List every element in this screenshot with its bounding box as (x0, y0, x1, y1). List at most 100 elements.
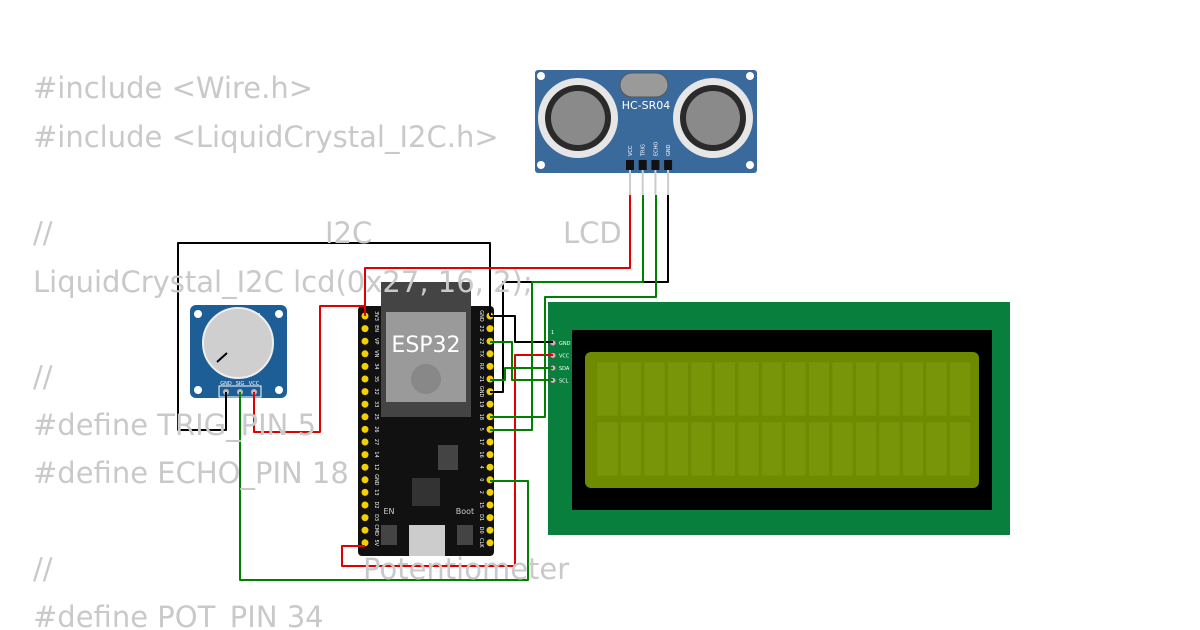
esp32-pin-label: VN (373, 350, 379, 357)
esp32-label: ESP32 (391, 333, 460, 358)
esp32-pin-label: 25 (373, 414, 379, 420)
esp32-pin-label: EN (373, 325, 379, 332)
esp32-pin-label: 14 (373, 451, 379, 457)
wire-green[interactable] (490, 195, 657, 418)
lcd-char-cell (949, 361, 971, 417)
esp32-pin-d1[interactable] (486, 514, 494, 522)
potentiometer[interactable]: GND SIG VCC (190, 305, 287, 398)
esp32-pin-4[interactable] (486, 463, 494, 471)
wifi-logo-icon (411, 364, 441, 394)
esp32-pin-14[interactable] (361, 451, 369, 459)
esp32-pin-label: D0 (478, 527, 484, 534)
esp32-pin-23[interactable] (486, 325, 494, 333)
lcd-char-cell (761, 361, 783, 417)
wire-green[interactable] (490, 195, 644, 431)
wire-green[interactable] (490, 341, 553, 381)
esp32-pin-gnd[interactable] (361, 476, 369, 484)
esp32-pin-label: CLK (478, 538, 484, 548)
esp32-pin-label: 0 (478, 478, 484, 481)
lcd-char-cell (925, 421, 948, 477)
esp32-pin-label: 18 (478, 414, 484, 420)
esp32-pin-label: 26 (373, 426, 379, 432)
esp32-pin-rx[interactable] (486, 362, 494, 370)
lcd-pin-label: GND (559, 341, 571, 347)
esp32-pin-d3[interactable] (361, 514, 369, 522)
esp32-pin-0[interactable] (486, 476, 494, 484)
esp32-pin-label: D3 (373, 514, 379, 521)
esp32-pin-d2[interactable] (361, 501, 369, 509)
lcd-char-cell (690, 361, 713, 417)
esp32-pin-15[interactable] (486, 501, 494, 509)
esp32-devkit[interactable]: ESP32 EN Boot 3V3ENVPVN34353233252627141… (358, 282, 494, 556)
esp32-pin-12[interactable] (361, 463, 369, 471)
wire-red[interactable] (253, 305, 366, 433)
lcd-char-cell (878, 361, 901, 417)
esp32-pin-27[interactable] (361, 438, 369, 446)
knob[interactable] (202, 307, 274, 379)
esp32-pin-35[interactable] (361, 375, 369, 383)
esp32-pin-tx[interactable] (486, 350, 494, 358)
esp32-pin-33[interactable] (361, 400, 369, 408)
lcd-pin-index: 1 (551, 330, 554, 336)
esp32-pin-label: 5 (478, 428, 484, 431)
esp32-pin-label: 21 (478, 376, 484, 382)
lcd-char-cell (831, 421, 854, 477)
lcd-char-cell (667, 361, 689, 417)
wire-black[interactable] (490, 195, 669, 393)
esp32-pin-label: 5V (373, 539, 379, 546)
esp32-pin-clk[interactable] (486, 539, 494, 547)
lcd-char-cell (643, 361, 666, 417)
lcd-char-cell (784, 361, 807, 417)
esp32-pin-25[interactable] (361, 413, 369, 421)
lcd-char-cell (714, 421, 736, 477)
esp32-pin-label: GND (478, 386, 484, 398)
esp32-pin-13[interactable] (361, 488, 369, 496)
esp32-pin-2[interactable] (486, 488, 494, 496)
esp32-pin-d0[interactable] (486, 526, 494, 534)
lcd-char-cell (808, 421, 830, 477)
esp32-pin-label: 15 (478, 502, 484, 508)
hcsr04-pin-label: VCC (628, 145, 634, 156)
lcd-pin-label: VCC (559, 354, 570, 360)
esp32-pin-16[interactable] (486, 451, 494, 459)
esp32-pin-label: 32 (373, 388, 379, 394)
wire-green[interactable] (490, 367, 553, 381)
esp32-pin-label: 27 (373, 439, 379, 445)
wire-black[interactable] (177, 242, 491, 431)
esp32-pin-label: CMD (373, 524, 379, 536)
en-button[interactable] (381, 525, 397, 545)
pot-pin-label: GND (220, 381, 232, 387)
esp32-pin-label: GND (373, 474, 379, 486)
esp32-pin-vn[interactable] (361, 350, 369, 358)
esp32-pin-34[interactable] (361, 362, 369, 370)
esp32-pin-label: D2 (373, 501, 379, 508)
esp32-pin-19[interactable] (486, 400, 494, 408)
wire-red[interactable] (364, 195, 631, 316)
esp32-pin-cmd[interactable] (361, 526, 369, 534)
wire-red[interactable] (341, 354, 553, 567)
lcd-char-cell (643, 421, 666, 477)
esp32-pin-vp[interactable] (361, 337, 369, 345)
esp32-pin-26[interactable] (361, 425, 369, 433)
esp32-pin-label: TX (478, 350, 484, 358)
esp32-pin-label: 12 (373, 464, 379, 470)
esp32-pin-17[interactable] (486, 438, 494, 446)
esp32-pin-label: 23 (478, 325, 484, 331)
esp32-pin-en[interactable] (361, 325, 369, 333)
pot-pin-label: VCC (249, 381, 260, 387)
lcd-char-cell (831, 361, 854, 417)
lcd-char-cell (596, 361, 619, 417)
boot-button[interactable] (457, 525, 473, 545)
wire-green[interactable] (239, 392, 529, 581)
lcd-char-cell (737, 421, 760, 477)
esp32-pin-label: 33 (373, 401, 379, 407)
pot-pin-label: SIG (236, 381, 245, 387)
esp32-pin-32[interactable] (361, 388, 369, 396)
esp32-pin-5v[interactable] (361, 539, 369, 547)
wire-black[interactable] (490, 315, 553, 343)
esp32-pin-label: 2 (478, 491, 484, 494)
